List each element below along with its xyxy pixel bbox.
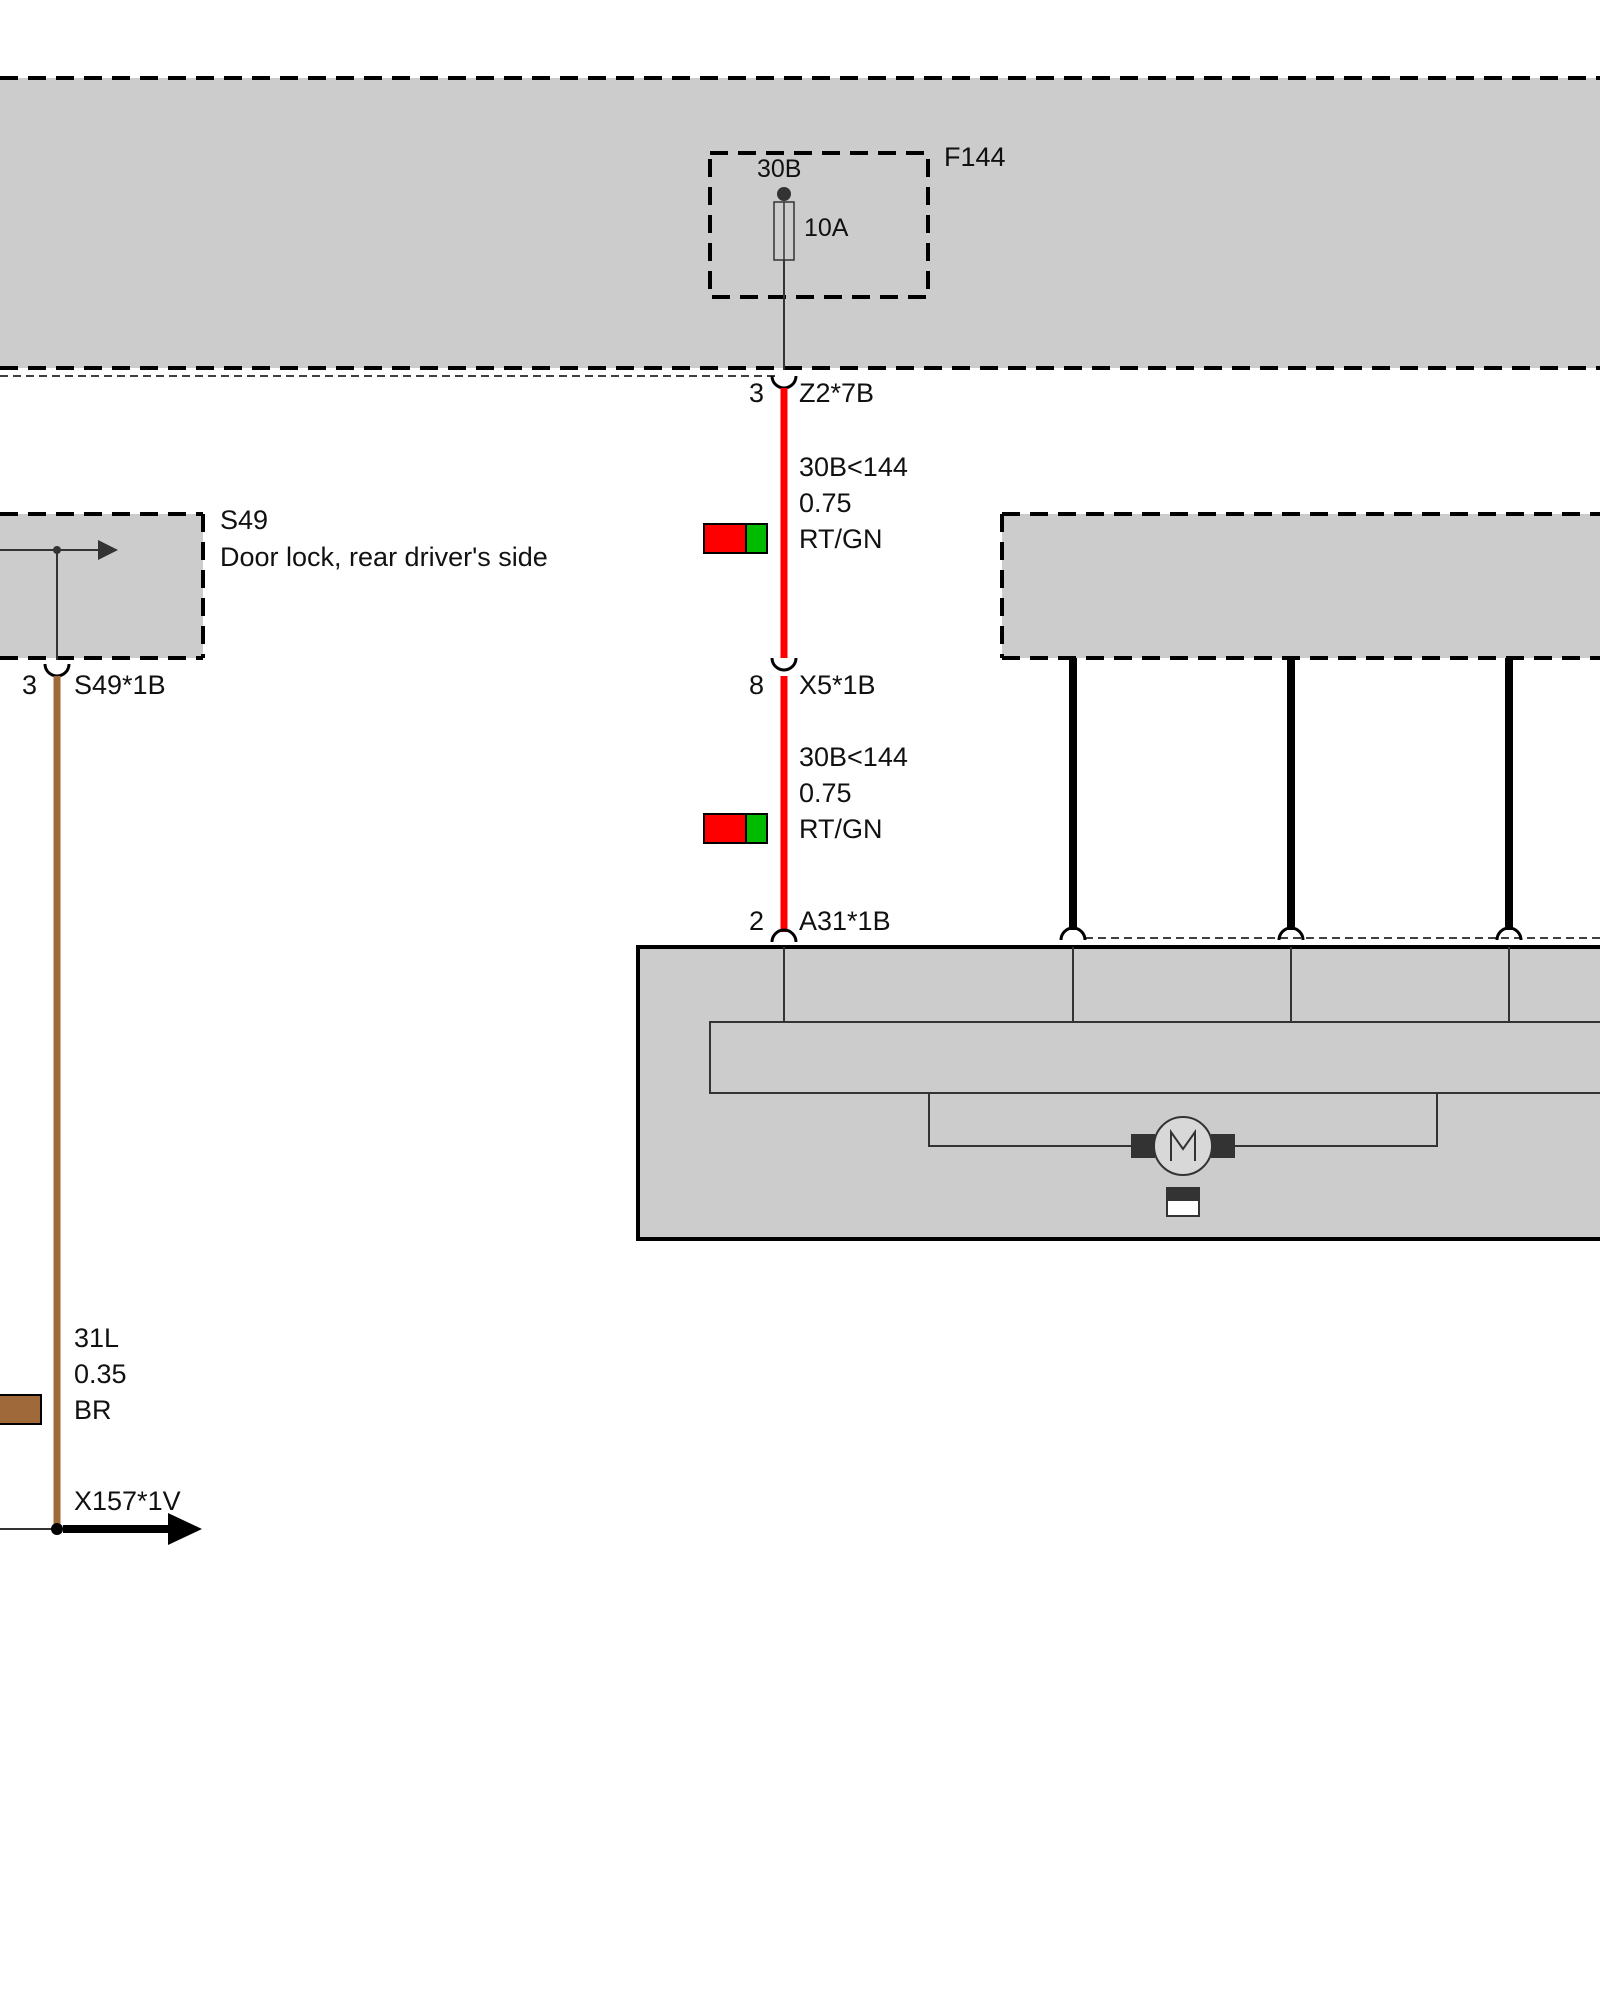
fuse-rating-label: 10A xyxy=(804,214,849,242)
red-lower-circuit-label: 30B<144 xyxy=(799,742,908,772)
fuse-id-label: F144 xyxy=(944,142,1006,172)
connector-a31[interactable]: 2 A31*1B xyxy=(749,906,891,943)
s49-connector-label: S49*1B xyxy=(74,670,166,700)
fuse-carrier-module xyxy=(0,76,1600,377)
wire-brown[interactable]: 31L 0.35 BR xyxy=(0,676,127,1528)
wire-red-upper[interactable]: 3 Z2*7B 30B<144 0.75 RT/GN xyxy=(703,375,908,658)
door-lock-actuator[interactable] xyxy=(636,945,1600,1241)
red-upper-color-label: RT/GN xyxy=(799,524,883,554)
color-swatch-br xyxy=(0,1394,42,1425)
connector-x5[interactable]: 8 X5*1B xyxy=(749,657,876,700)
motor-icon xyxy=(1131,1116,1235,1217)
color-swatch-rt-gn xyxy=(703,523,768,554)
s49-pin-label: 3 xyxy=(22,670,37,700)
x157-connector-label: X157*1V xyxy=(74,1486,181,1516)
right-module xyxy=(1000,512,1600,660)
x5-connector-label: X5*1B xyxy=(799,670,876,700)
black-wire-group[interactable] xyxy=(1059,658,1600,941)
wire-red-lower[interactable]: 30B<144 0.75 RT/GN xyxy=(703,676,908,932)
switch-id-label: S49 xyxy=(220,505,268,535)
x5-pin-label: 8 xyxy=(749,670,764,700)
ground-arrow-icon xyxy=(168,1513,202,1545)
red-upper-circuit-label: 30B<144 xyxy=(799,452,908,482)
switch-s49[interactable]: S49 Door lock, rear driver's side xyxy=(0,505,548,660)
switch-description-label: Door lock, rear driver's side xyxy=(220,542,548,572)
red-lower-color-label: RT/GN xyxy=(799,814,883,844)
ground-connector-x157[interactable]: X157*1V xyxy=(0,1486,202,1545)
red-upper-size-label: 0.75 xyxy=(799,488,852,518)
fuse-terminal-label: 30B xyxy=(757,155,801,183)
color-swatch-rt-gn xyxy=(703,813,768,844)
a31-pin-label: 2 xyxy=(749,906,764,936)
fuse-f144[interactable]: 30B 10A F144 xyxy=(708,142,1006,370)
brown-circuit-label: 31L xyxy=(74,1323,119,1353)
switch-arrow-icon xyxy=(98,540,118,560)
brown-color-label: BR xyxy=(74,1395,112,1425)
red-lower-size-label: 0.75 xyxy=(799,778,852,808)
brown-size-label: 0.35 xyxy=(74,1359,127,1389)
z2-connector-label: Z2*7B xyxy=(799,378,874,408)
z2-pin-label: 3 xyxy=(749,378,764,408)
connector-s49[interactable]: 3 S49*1B xyxy=(22,663,166,700)
a31-connector-label: A31*1B xyxy=(799,906,891,936)
